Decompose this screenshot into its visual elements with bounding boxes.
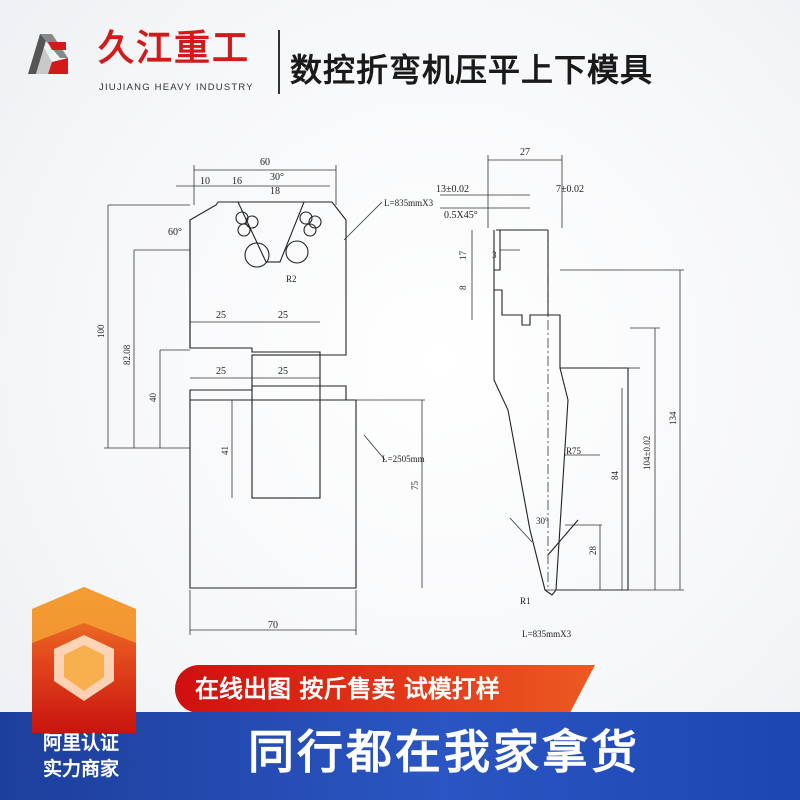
lower-die-dimension-lines <box>440 155 684 591</box>
header-divider <box>278 30 280 94</box>
svg-text:41: 41 <box>220 446 230 455</box>
brand-name: 久江重工 <box>98 27 251 69</box>
promo-banner-red-text: 在线出图 按斤售卖 试模打样 <box>195 675 500 703</box>
svg-text:8: 8 <box>458 285 468 290</box>
svg-text:70: 70 <box>268 620 278 631</box>
svg-text:R75: R75 <box>566 446 582 456</box>
svg-text:L=2505mm: L=2505mm <box>382 454 425 464</box>
svg-text:60: 60 <box>260 157 270 168</box>
svg-text:30°: 30° <box>536 516 549 526</box>
svg-text:17: 17 <box>458 251 468 261</box>
svg-text:10: 10 <box>200 176 210 187</box>
header: 久江重工 JIUJIANG HEAVY INDUSTRY 数控折弯机压平上下模具 <box>0 0 800 110</box>
svg-text:40: 40 <box>148 393 158 403</box>
svg-text:25: 25 <box>216 310 226 321</box>
svg-text:134: 134 <box>668 411 678 425</box>
lower-die-labels: 27 13±0.02 7±0.02 0.5X45° 17 3 8 134 104… <box>436 147 678 639</box>
svg-text:28: 28 <box>588 546 598 556</box>
svg-text:0.5X45°: 0.5X45° <box>444 210 478 221</box>
promo-banner-red <box>175 665 595 713</box>
svg-text:25: 25 <box>278 366 288 377</box>
svg-text:L=835mmX3: L=835mmX3 <box>384 198 434 208</box>
svg-text:104±0.02: 104±0.02 <box>642 436 652 470</box>
svg-text:7±0.02: 7±0.02 <box>556 184 584 195</box>
promo-banner-blue-text: 同行都在我家拿货 <box>248 725 640 779</box>
shield-badge-icon <box>32 587 136 733</box>
certification-badge-text: 阿里认证 实力商家 <box>22 730 140 782</box>
svg-text:75: 75 <box>410 481 420 491</box>
badge-line-2: 实力商家 <box>42 758 119 780</box>
company-logo-icon <box>28 34 68 74</box>
svg-text:18: 18 <box>270 186 280 197</box>
lower-die-outline <box>493 229 629 596</box>
svg-text:16: 16 <box>232 176 242 187</box>
svg-text:13±0.02: 13±0.02 <box>436 184 469 195</box>
svg-text:27: 27 <box>520 147 530 158</box>
svg-text:100: 100 <box>96 324 106 338</box>
technical-drawing: 60 30° 10 16 18 60° L=835mmX3 R2 100 82.… <box>96 147 684 639</box>
svg-text:84: 84 <box>610 471 620 481</box>
svg-text:L=835mmX3: L=835mmX3 <box>522 629 572 639</box>
svg-text:R1: R1 <box>520 596 531 606</box>
page-title: 数控折弯机压平上下模具 <box>290 51 654 89</box>
upper-die-labels: 60 30° 10 16 18 60° L=835mmX3 R2 100 82.… <box>96 157 434 631</box>
brand-english-name: JIUJIANG HEAVY INDUSTRY <box>99 82 254 93</box>
badge-line-1: 阿里认证 <box>42 732 119 754</box>
svg-text:82.08: 82.08 <box>122 344 132 365</box>
upper-die-dimension-lines <box>104 165 425 635</box>
svg-text:25: 25 <box>216 366 226 377</box>
svg-text:30°: 30° <box>270 172 284 183</box>
svg-text:60°: 60° <box>168 227 182 238</box>
svg-text:3: 3 <box>492 250 497 260</box>
svg-text:R2: R2 <box>286 274 297 284</box>
svg-text:25: 25 <box>278 310 288 321</box>
upper-die-outline <box>189 201 357 589</box>
